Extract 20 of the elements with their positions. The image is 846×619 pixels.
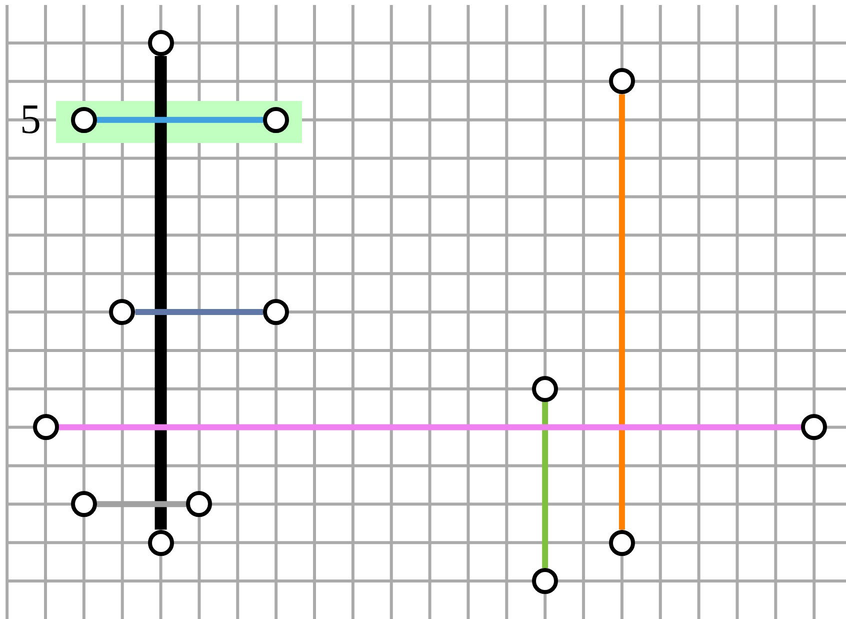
endpoint-circle [801,414,828,440]
endpoint-circle [109,299,136,325]
endpoint-circle [608,530,635,556]
endpoint-circle [148,30,174,56]
endpoint-circle [70,491,97,518]
line-segment [96,501,186,508]
endpoint-circle [532,568,558,594]
line-segment [542,402,548,568]
endpoint-circle [32,414,58,440]
line-segment [618,94,625,530]
line-segment [58,424,802,430]
endpoint-circle [186,491,212,518]
line-segment [154,56,167,530]
endpoint-circle [608,68,635,94]
row-number: 5 [20,97,41,143]
line-segment [135,309,264,315]
line-segment [96,116,264,123]
endpoint-circle [263,299,290,325]
endpoint-circle [532,376,558,402]
endpoint-circle [148,530,174,556]
